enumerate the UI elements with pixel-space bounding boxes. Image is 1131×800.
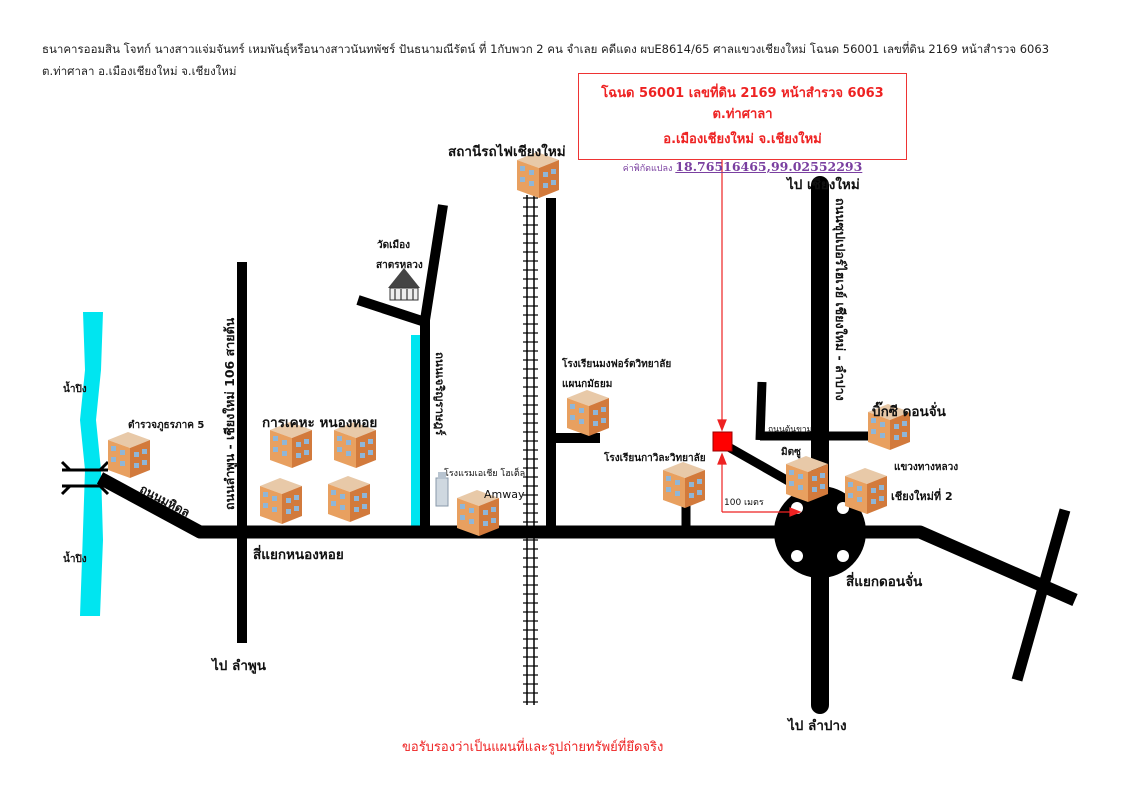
label-superhighway: ถนนซุปเปอร์ไฮเวย์ เชียงใหม่ - ลำปาง [833,198,848,401]
info-line-2: อ.เมืองเชียงใหม่ จ.เชียงใหม่ [663,132,822,147]
building-icon [260,478,302,524]
roads [96,176,1078,714]
label-river-top: น้ำปิง [63,384,87,395]
temple-icon [388,268,420,301]
coord-link[interactable]: 18.76516465,99.02552293 [675,159,863,174]
label-wat-1: วัดเมือง [377,240,411,251]
label-to-chiangmai: ไป เชียงใหม่ [787,177,860,193]
road-property-access [722,441,793,486]
label-lamphun-road: ถนนลำพูน - เชียงใหม่ 106 สายต้น [222,317,237,510]
bridge-icon [60,460,110,496]
label-mitsu: มิตซู [781,447,801,458]
road-mahidol [96,472,800,539]
label-distance: 100 เมตร [724,498,764,508]
header-text: ธนาคารออมสิน โจทก์ นางสาวแจ่มจันทร์ เหมพ… [42,42,1050,78]
label-montfort-2: แผนกมัธยม [562,379,613,390]
label-to-lampang: ไป ลำปาง [788,718,847,734]
road-wat-branch [356,295,427,327]
label-nong-hoi-junction: สี่แยกหนองหอย [253,547,344,563]
label-to-lamphun: ไป ลำพูน [212,658,267,674]
hotel-tower-icon [435,472,449,507]
coord-label: ค่าพิกัดแปลง [622,164,673,174]
label-river-bottom: น้ำปิง [63,554,87,565]
building-icon [567,390,609,436]
label-station: สถานีรถไฟเชียงใหม่ [448,144,566,160]
property-marker-icon[interactable] [712,431,733,452]
label-hotel: โรงแรมเอเชีย โฮเต็ล [444,469,526,479]
road-east-cross [1011,508,1071,682]
label-kawila: โรงเรียนกาวิละวิทยาลัย [604,453,706,464]
building-icon [786,456,828,502]
railway [523,195,538,705]
label-highways-dept-1: แขวงทางหลวง [894,462,959,473]
building-icon [663,462,705,508]
river-ping [80,312,103,616]
label-police: ตำรวจภูธรภาค 5 [128,420,205,431]
label-don-chan-junction: สี่แยกดอนจั่น [846,574,923,590]
label-highways-dept-2: เชียงใหม่ที่ 2 [891,490,953,503]
label-tonkham-road: ถนนต้นขาม [768,425,813,435]
property-info-box: โฉนด 56001 เลขที่ดิน 2169 หน้าสำรวจ 6063… [578,73,907,174]
info-line-1: โฉนด 56001 เลขที่ดิน 2169 หน้าสำรวจ 6063… [601,86,884,122]
canal [411,335,420,528]
building-icon [108,432,150,478]
label-big-c: บิ๊กซี ดอนจั่น [872,404,946,420]
building-icon [328,476,370,522]
info-coordinates: ค่าพิกัดแปลง 18.76516465,99.02552293 [579,159,906,175]
road-tonkham-north [755,381,767,441]
footer-certification: ขอรับรองว่าเป็นแผนที่และรูปถ่ายทรัพย์ที่… [402,740,664,755]
label-charoenrat-road: ถนนเจริญราษฎร์ [433,352,447,436]
building-icon [845,468,887,514]
label-amway: Amway [484,488,525,501]
label-wat-2: สาตรหลวง [376,260,423,271]
road-east [840,525,1078,606]
pointer-lines [717,160,802,517]
interchange [774,486,866,578]
label-nong-hoi-housing: การเคหะ หนองหอย [262,415,378,431]
label-montfort-1: โรงเรียนมงฟอร์ตวิทยาลัย [562,359,672,370]
